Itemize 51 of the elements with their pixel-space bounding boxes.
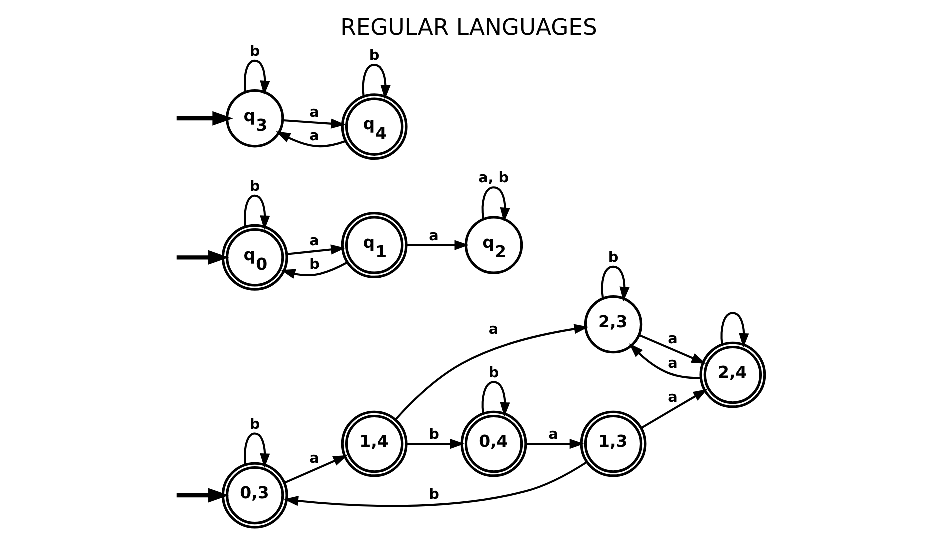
arrow (628, 344, 701, 380)
edge-label: a (668, 331, 678, 348)
edge-label: b (368, 48, 380, 64)
edge-label: a (309, 104, 319, 121)
arrow (176, 111, 233, 126)
edge-label: a (488, 322, 498, 338)
arrow (481, 381, 510, 417)
edge-label: b (428, 427, 439, 444)
node-circle: 1,3 (580, 410, 646, 478)
edge-label: a (309, 233, 319, 250)
diagram-title: REGULAR LANGUAGES (340, 14, 597, 41)
arrow (284, 455, 348, 484)
edge-label: b (249, 416, 260, 433)
edge-label: a (548, 427, 558, 444)
arrow (284, 461, 588, 508)
edge-label: a, b (478, 170, 509, 187)
node-circle: 0,4 (460, 410, 527, 478)
edge-label: b (488, 365, 499, 382)
arrow (176, 250, 229, 265)
arrow (286, 244, 346, 256)
arrow (244, 194, 270, 230)
edge-label: a (668, 356, 678, 372)
arrow (526, 439, 584, 450)
arrow (406, 439, 464, 450)
edge-label: b (249, 178, 260, 195)
edge-label: b (428, 486, 439, 503)
edge-label: a (309, 128, 319, 144)
arrow (394, 324, 588, 421)
arrow (600, 266, 630, 302)
arrow (640, 389, 708, 430)
arrow (720, 312, 749, 348)
edge-label: a (668, 390, 678, 406)
arrow (244, 432, 270, 468)
edge-label: a (309, 450, 319, 467)
arrow (638, 334, 706, 364)
edge-label: a (428, 228, 438, 244)
node-circle: 2,4 (699, 342, 766, 408)
arrow (280, 262, 348, 279)
edge-label: b (249, 44, 260, 60)
arrow (282, 118, 346, 129)
arrow (481, 186, 510, 222)
arrow (244, 60, 270, 96)
arrow (406, 240, 469, 250)
arrow (176, 488, 229, 503)
arrow (362, 64, 390, 100)
edge-label: b (608, 250, 618, 266)
arrow (276, 132, 346, 148)
node-circle: 0,3 (221, 462, 288, 529)
node-circle: 1,4 (340, 410, 408, 478)
edge-label: b (309, 257, 320, 274)
node-circle: 2,3 (584, 295, 642, 354)
